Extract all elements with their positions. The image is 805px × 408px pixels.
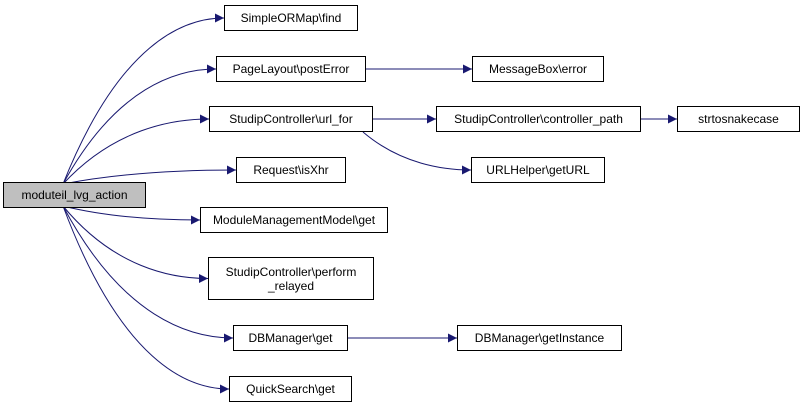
node-label: DBManager\get [248, 331, 333, 345]
node-messagebox-error[interactable]: MessageBox\error [472, 56, 604, 82]
node-label: Request\isXhr [253, 163, 329, 177]
node-dbmanager-getinstance[interactable]: DBManager\getInstance [457, 325, 622, 351]
node-label: PageLayout\postError [232, 62, 350, 76]
node-dbmanager-get[interactable]: DBManager\get [233, 325, 348, 351]
node-label-line1: StudipController\perform [225, 264, 357, 279]
edge-root-to-n_mmget [62, 205, 201, 225]
node-label: ModuleManagementModel\get [212, 213, 376, 227]
node-label: DBManager\getInstance [474, 331, 605, 345]
node-simpleormap-find[interactable]: SimpleORMap\find [224, 5, 358, 31]
node-label: URLHelper\getURL [486, 163, 590, 177]
node-label: strtosnakecase [698, 112, 779, 126]
node-urlhelper-geturl[interactable]: URLHelper\getURL [471, 157, 605, 183]
edge-root-to-n_perform [62, 205, 209, 283]
edge-root-to-n_posterror [62, 64, 217, 185]
edge-layer [62, 13, 677, 394]
edge-root-to-n_urlfor [62, 114, 210, 185]
node-modulemanagementmodel-get[interactable]: ModuleManagementModel\get [200, 207, 388, 233]
node-strtosnakecase[interactable]: strtosnakecase [677, 106, 800, 132]
edge-root-to-n_qsget [62, 205, 230, 394]
node-request-isxhr[interactable]: Request\isXhr [236, 157, 346, 183]
node-root-function: moduteil_lvg_action [3, 182, 146, 208]
edge-root-to-n_isxhr [62, 165, 237, 185]
node-studipcontroller-controller-path[interactable]: StudipController\controller_path [436, 106, 641, 132]
node-label: QuickSearch\get [246, 382, 335, 396]
node-studipcontroller-url-for[interactable]: StudipController\url_for [209, 106, 373, 132]
edge-root-to-n_find [62, 13, 225, 185]
node-pagelayout-posterror[interactable]: PageLayout\postError [216, 56, 366, 82]
node-quicksearch-get[interactable]: QuickSearch\get [229, 376, 352, 402]
node-label: StudipController\controller_path [454, 112, 623, 126]
node-label: moduteil_lvg_action [21, 188, 128, 202]
edge-root-to-n_dbget [62, 205, 234, 343]
node-label: StudipController\url_for [229, 112, 353, 126]
node-label: SimpleORMap\find [240, 11, 342, 25]
node-label: MessageBox\error [488, 62, 588, 76]
node-label-line2: _relayed [267, 278, 315, 293]
edge-n_urlfor-to-n_geturl [362, 131, 472, 175]
node-studipcontroller-perform-relayed[interactable]: StudipController\perform _relayed [208, 257, 374, 300]
